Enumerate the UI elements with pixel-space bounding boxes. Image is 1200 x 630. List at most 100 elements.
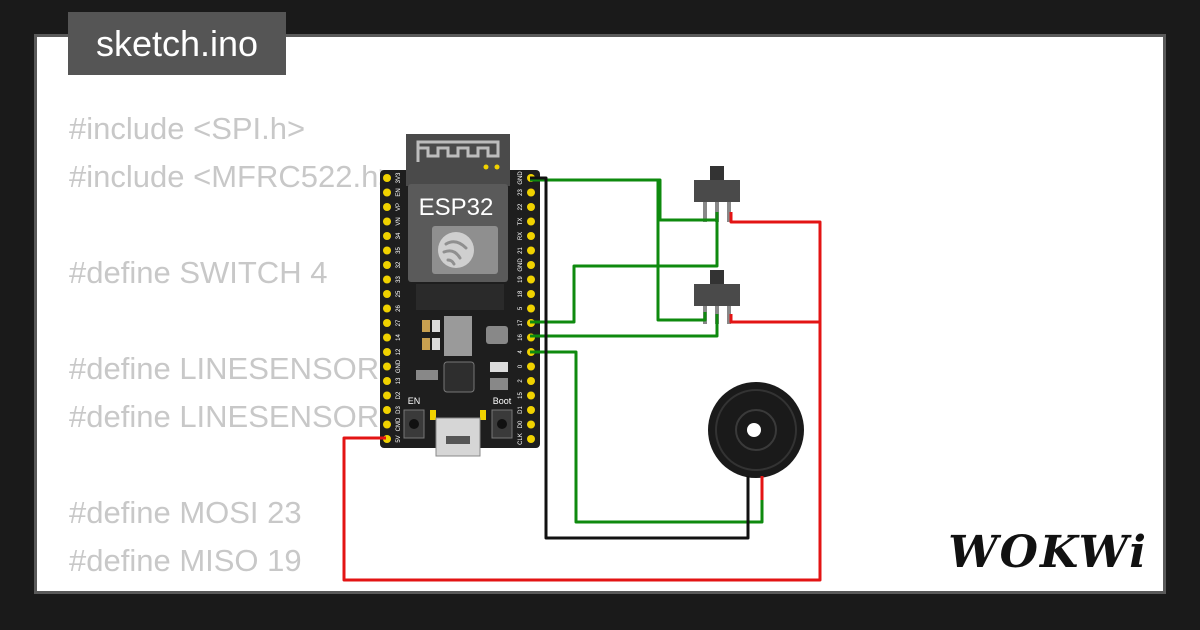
right-pin-label: 22 <box>518 203 524 210</box>
left-pin[interactable] <box>383 217 391 226</box>
espressif-logo-mark <box>442 240 468 266</box>
left-pin[interactable] <box>383 377 391 385</box>
left-pin[interactable] <box>383 203 391 211</box>
right-pin-label: D1 <box>518 406 524 414</box>
switch-leg <box>727 202 731 222</box>
left-pin-label: D2 <box>396 391 402 399</box>
right-pin-label: GND <box>518 258 524 272</box>
left-pin[interactable] <box>383 319 391 327</box>
wire-green[interactable] <box>530 350 764 524</box>
wire-green[interactable] <box>530 178 719 222</box>
wire-red[interactable] <box>729 314 820 324</box>
left-pin-label: 3V3 <box>396 172 402 183</box>
buzzer[interactable] <box>708 382 804 500</box>
left-pin[interactable] <box>383 348 391 356</box>
left-pin-label: D3 <box>396 406 402 414</box>
right-pin[interactable] <box>527 203 535 211</box>
left-pin[interactable] <box>383 246 391 255</box>
antenna-led <box>494 164 500 170</box>
right-pin[interactable] <box>527 406 535 414</box>
left-pin[interactable] <box>383 304 391 313</box>
buzzer-hole <box>747 423 761 437</box>
right-pin[interactable] <box>527 377 535 385</box>
right-pin-label: 17 <box>518 319 524 326</box>
code-editor: #include <SPI.h>#include <MFRC522.h>#def… <box>69 105 396 591</box>
left-pin-label: 32 <box>396 261 402 268</box>
usb-port <box>446 436 470 444</box>
component-smd <box>486 326 508 344</box>
wire-green[interactable] <box>536 178 707 322</box>
right-pin[interactable] <box>527 275 535 284</box>
right-pin[interactable] <box>527 304 535 313</box>
right-pin[interactable] <box>527 391 535 400</box>
en-button-cap[interactable] <box>409 419 419 429</box>
wokwi-logo: WOKWi <box>948 527 1148 578</box>
preview-card: #include <SPI.h>#include <MFRC522.h>#def… <box>34 34 1166 594</box>
left-pin[interactable] <box>383 406 391 414</box>
wire-red[interactable] <box>342 212 822 582</box>
right-pin[interactable] <box>527 362 535 371</box>
right-pin[interactable] <box>527 232 535 240</box>
right-pin-label: 5 <box>518 306 524 310</box>
left-pin[interactable] <box>383 333 391 342</box>
code-line: #include <SPI.h> <box>69 111 306 146</box>
left-pin[interactable] <box>383 275 391 284</box>
left-pin-label: VP <box>396 203 402 211</box>
right-pin[interactable] <box>527 261 535 269</box>
wire-green[interactable] <box>530 212 719 324</box>
left-pin-label: 33 <box>396 276 402 283</box>
switch-knob[interactable] <box>710 166 724 182</box>
switch-knob[interactable] <box>710 270 724 286</box>
right-pin-label: 23 <box>518 189 524 196</box>
left-pin-label: 26 <box>396 305 402 312</box>
left-pin[interactable] <box>383 174 391 182</box>
buzzer-ring <box>715 389 797 471</box>
buzzer-ring <box>735 409 777 451</box>
left-pin-label: 12 <box>396 348 402 355</box>
right-pin-label: 19 <box>518 276 524 283</box>
left-pin-label: 25 <box>396 290 402 297</box>
file-tab[interactable]: sketch.ino <box>68 12 286 75</box>
code-line: #define MISO 19 <box>69 543 302 578</box>
led <box>480 410 486 420</box>
right-pin[interactable] <box>527 246 535 255</box>
left-pin[interactable] <box>383 362 391 371</box>
wire-black[interactable] <box>530 176 750 540</box>
right-pin-label: 15 <box>518 392 524 399</box>
pin-headers: 3V3ENVPVN343532332526271412GND13D2D3CMD5… <box>383 171 535 445</box>
left-pin[interactable] <box>383 261 391 269</box>
left-pin[interactable] <box>383 391 391 400</box>
component-smd <box>490 378 508 390</box>
left-pin-label: EN <box>396 188 402 196</box>
component-smd <box>422 338 430 350</box>
left-pin-label: 14 <box>396 334 402 341</box>
right-pin-label: TX <box>518 218 524 226</box>
component-smd <box>490 362 508 372</box>
right-pin-label: RX <box>518 232 524 240</box>
left-pin-label: 34 <box>396 232 402 239</box>
left-pin[interactable] <box>383 290 391 298</box>
right-pin[interactable] <box>527 290 535 298</box>
left-pin[interactable] <box>383 232 391 240</box>
switch-body <box>694 284 740 306</box>
left-pin-label: 27 <box>396 319 402 326</box>
left-pin-label: 13 <box>396 377 402 384</box>
right-pin-label: GND <box>518 171 524 185</box>
right-pin-label: CLK <box>518 433 524 445</box>
chip-bottom-strip <box>416 284 504 310</box>
component-smd <box>422 320 430 332</box>
left-pin[interactable] <box>383 188 391 197</box>
antenna-trace-icon <box>416 140 500 162</box>
esp32-board[interactable]: ESP32 EN Boot 3V3ENVPVN34353233252627141… <box>380 134 540 457</box>
left-pin[interactable] <box>383 420 391 429</box>
left-pin-label: GND <box>396 359 402 373</box>
right-pin[interactable] <box>527 217 535 226</box>
right-pin-label: D0 <box>518 420 524 428</box>
wire-green[interactable] <box>530 314 719 338</box>
right-pin[interactable] <box>527 420 535 429</box>
boot-button-cap[interactable] <box>497 419 507 429</box>
chip-label: ESP32 <box>419 194 494 221</box>
right-pin[interactable] <box>527 435 535 443</box>
right-pin[interactable] <box>527 188 535 197</box>
